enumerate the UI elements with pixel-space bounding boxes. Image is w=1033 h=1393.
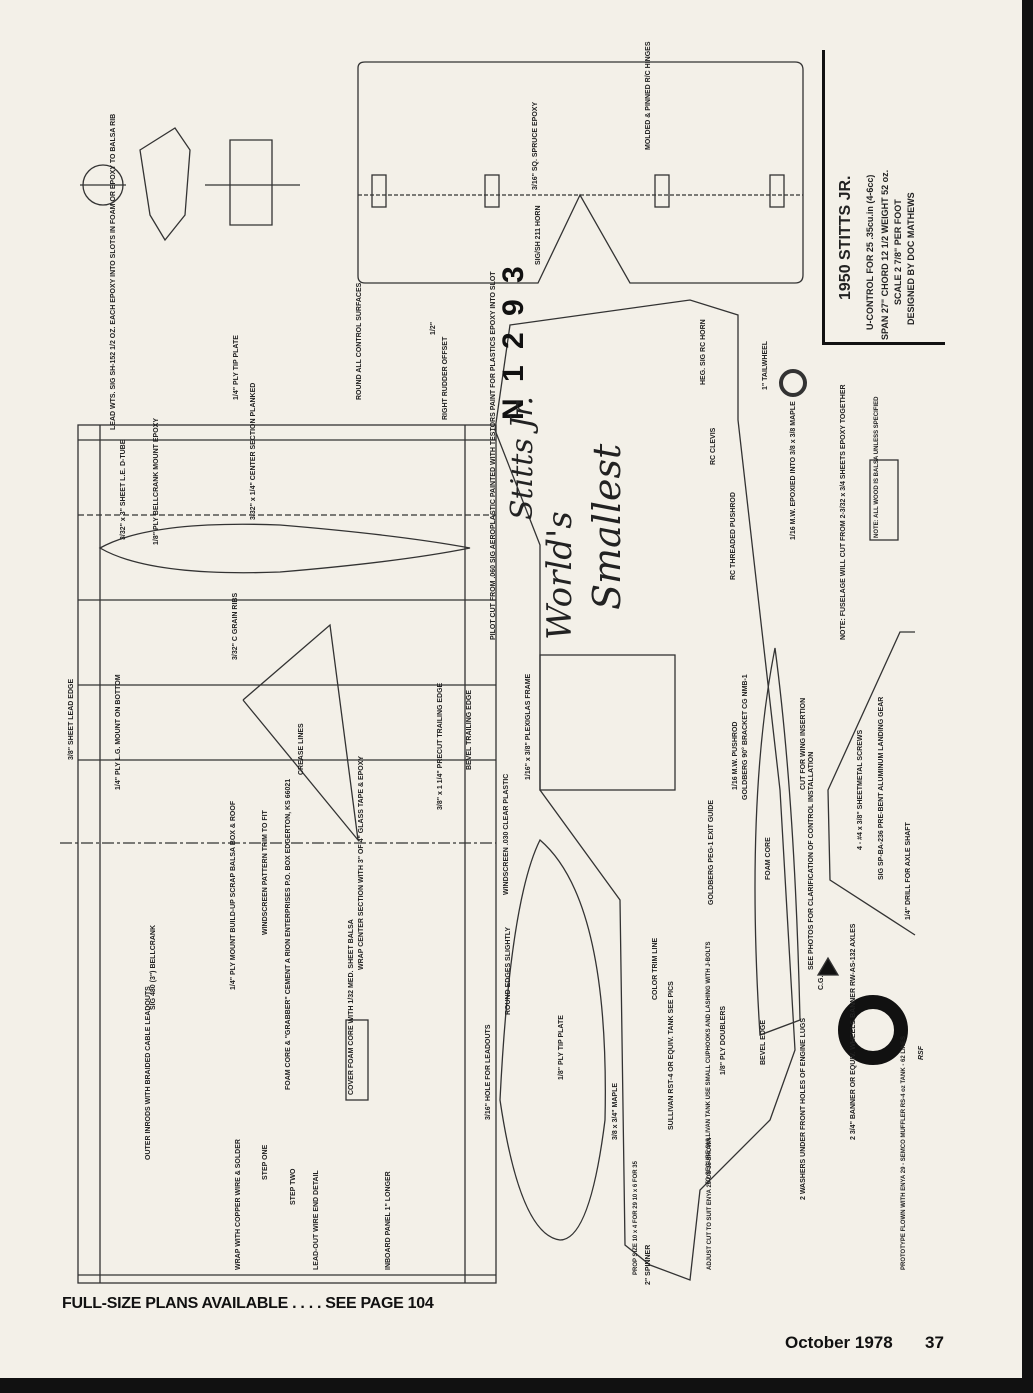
- plan-title: 1950 STITTS JR.: [837, 175, 854, 301]
- plans-available-notice: FULL-SIZE PLANS AVAILABLE . . . . SEE PA…: [62, 1295, 434, 1312]
- label-crease: CREASE LINES: [298, 723, 305, 775]
- label-cg: C.G.: [818, 975, 825, 990]
- label-leadout-hole: 3/16" HOLE FOR LEADOUTS: [485, 1024, 492, 1121]
- designer-signature: RSF: [918, 1046, 925, 1060]
- label-bevel-te: BEVEL TRAILING EDGE: [466, 690, 473, 770]
- stabilizer-outline: [357, 61, 804, 284]
- label-step-two: STEP TWO: [290, 1168, 297, 1205]
- label-prop-size: PROP SIZE 10 x 4 FOR 29 10 x 6 FOR 35: [633, 1161, 639, 1275]
- label-outer-inrods: OUTER INRODS WITH BRAIDED CABLE LEADOUTS: [145, 986, 152, 1160]
- label-tip-plate: 1/4" PLY TIP PLATE: [233, 335, 240, 400]
- label-half-inch: 1/2": [430, 321, 437, 335]
- label-sheet-lead-edge: 3/8" SHEET LEAD EDGE: [68, 678, 75, 760]
- label-pushrod: 1/16 M.W. PUSHROD: [732, 721, 739, 790]
- label-lead-wts: LEAD WTS. SIG SH-152 1/2 OZ. EACH EPOXY …: [110, 113, 117, 430]
- script-smallest: Smallest: [585, 443, 629, 610]
- airplane-plan-drawing: [60, 61, 916, 1284]
- label-mw-epoxied: 1/16 M.W. EPOXIED INTO 3/8 x 3/8 MAPLE: [790, 401, 797, 540]
- label-cover-foam: COVER FOAM CORE WITH 1/32 MED. SHEET BAL…: [348, 919, 355, 1095]
- label-sheetmetal-screws: 4 - #4 x 3/8" SHEETMETAL SCREWS: [857, 729, 864, 850]
- label-goldberg-bracket: GOLDBERG 90° BRACKET CG NMB-1: [742, 674, 749, 800]
- tip-plate: [499, 838, 606, 1241]
- label-ply-mount: 1/4" PLY MOUNT BUILD-UP SCRAP BALSA BOX …: [230, 800, 237, 990]
- label-foam-core: FOAM CORE: [765, 837, 772, 880]
- label-washers: 2 WASHERS UNDER FRONT HOLES OF ENGINE LU…: [800, 1017, 807, 1200]
- wing-planform: [77, 424, 497, 1284]
- issue-date: October 1978: [785, 1333, 893, 1352]
- title-spec-dimensions: SPAN 27" CHORD 12 1/2 WEIGHT 52 oz.: [880, 169, 890, 340]
- label-c-grain: 3/32" C GRAIN RIBS: [232, 592, 239, 660]
- label-tip-plate-2: 1/8" PLY TIP PLATE: [558, 1015, 565, 1080]
- title-spec-scale: SCALE 2 7/8" PER FOOT: [893, 199, 903, 305]
- label-leadout-detail: LEAD-OUT WIRE END DETAIL: [313, 1170, 320, 1270]
- page-number: 37: [925, 1333, 944, 1352]
- label-precut-te: 3/8" x 1 1/4" PRECUT TRAILING EDGE: [437, 682, 444, 810]
- label-pilot: PILOT CUT FROM .060 SIG AEROPLASTIC PAIN…: [490, 271, 497, 640]
- label-see-photos: SEE PHOTOS FOR CLARIFICATION OF CONTROL …: [808, 751, 815, 970]
- title-spec-engine: U-CONTROL FOR 25 .35cu.in (4-6cc): [865, 174, 875, 330]
- label-rudder-offset: RIGHT RUDDER OFFSET: [442, 336, 449, 420]
- label-axle-drill: 1/4" DRILL FOR AXLE SHAFT: [905, 822, 912, 920]
- label-step-one: STEP ONE: [262, 1144, 269, 1180]
- label-plexiglas: 1/16" x 3/8" PLEXIGLAS FRAME: [525, 673, 532, 780]
- label-windscreen-pattern: WINDSCREEN PATTERN TRIM TO FIT: [262, 810, 269, 935]
- label-rc-clevis: RC CLEVIS: [710, 427, 717, 465]
- label-color-trim: COLOR TRIM LINE: [652, 937, 659, 1000]
- label-rc-pushrod: RC THREADED PUSHROD: [730, 492, 737, 580]
- label-center-section: 3/32" x 1/4" CENTER SECTION PLANKED: [250, 382, 257, 520]
- label-foam-cement: FOAM CORE & "GRABBER" CEMENT A RION ENTE…: [285, 778, 292, 1090]
- label-round-control: ROUND ALL CONTROL SURFACES: [356, 282, 363, 400]
- label-round-edges: ROUND EDGES SLIGHTLY: [505, 926, 512, 1015]
- main-wheel: [838, 995, 908, 1065]
- label-tailwheel: 1" TAILWHEEL: [762, 340, 769, 390]
- airfoil-section: [98, 523, 471, 574]
- title-block: 1950 STITTS JR. U-CONTROL FOR 25 .35cu.i…: [822, 50, 945, 345]
- label-adjust-cut: ADJUST CUT TO SUIT ENYA 29 OS 35 SHOWN: [707, 1137, 713, 1270]
- label-maple: 3/8 x 3/4" MAPLE: [612, 1082, 619, 1140]
- script-stitts-jr: Stitts Jr.: [505, 396, 540, 520]
- label-windscreen: WINDSCREEN .030 CLEAR PLASTIC: [503, 773, 510, 895]
- label-goldberg-exit: GOLDBERG PEG-1 EXIT GUIDE: [708, 799, 715, 905]
- label-bellcrank-mount: 1/8" PLY BELLCRANK MOUNT EPOXY: [153, 417, 160, 545]
- label-horn: SIG/SH 211 HORN: [535, 205, 542, 265]
- label-heg-horn: HEG. SIG RC HORN: [700, 319, 707, 385]
- label-note-wood: NOTE: ALL WOOD IS BALSA UNLESS SPECIFIED: [874, 396, 880, 538]
- label-sullivan: SULLIVAN RST-4 OR EQUIV. TANK SEE PICS: [668, 981, 675, 1130]
- label-bevel-edge: BEVEL EDGE: [760, 1020, 767, 1065]
- label-wrap-copper: WRAP WITH COPPER WIRE & SOLDER: [235, 1139, 242, 1270]
- label-sheet-le: 3/32" x 3" SHEET L.E. D-TUBE: [120, 439, 127, 540]
- label-inboard: INBOARD PANEL 1" LONGER: [385, 1171, 392, 1270]
- script-worlds: World's: [540, 511, 580, 640]
- label-ply-lg: 1/4" PLY L.G. MOUNT ON BOTTOM: [115, 674, 122, 790]
- label-doublers: 1/8" PLY DOUBLERS: [720, 1005, 727, 1075]
- magazine-page: 1950 STITTS JR. U-CONTROL FOR 25 .35cu.i…: [0, 0, 1022, 1378]
- label-hinges: MOLDED & PINNED R/C HINGES: [645, 41, 652, 150]
- label-spruce: 3/16" SQ. SPRUCE EPOXY: [532, 101, 539, 190]
- label-prototype: PROTOTYPE FLOWN WITH ENYA 29 - SEMCO MUF…: [901, 1035, 907, 1270]
- label-spinner: 2" SPINNER: [645, 1244, 652, 1285]
- title-designer: DESIGNED BY DOC MATHEWS: [906, 192, 916, 325]
- label-cut-wing: CUT FOR WING INSERTION: [800, 697, 807, 790]
- label-wrap-center: WRAP CENTER SECTION WITH 3" OF 4" GLASS …: [358, 755, 365, 970]
- label-banner-gear: 2 3/4" BANNER OR EQUIV. WHEELS BANNER RW…: [850, 923, 857, 1140]
- label-gear: SIG SP-BA-236 PRE-BENT ALUMINUM LANDING …: [878, 696, 885, 880]
- label-note-fuselage: NOTE: FUSELAGE WILL CUT FROM 2-3/32 x 3/…: [840, 384, 847, 640]
